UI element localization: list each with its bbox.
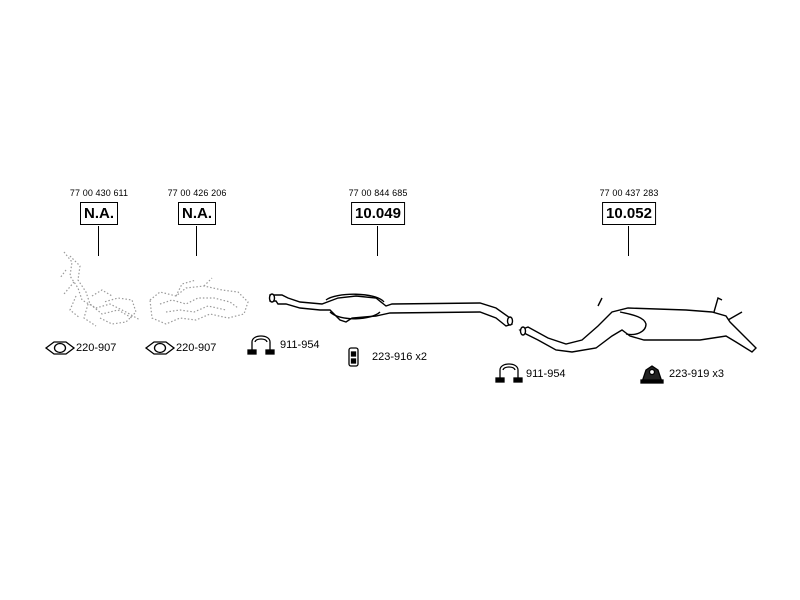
- front-pipe-2-drawing: [149, 277, 249, 325]
- rear-silencer-drawing: [518, 296, 757, 353]
- accessory-label-3: 911-954: [280, 339, 320, 351]
- accessory-label-4: 223-916 x2: [372, 351, 428, 363]
- accessory-label-6: 223-919 x3: [669, 368, 725, 380]
- leader-line-3: [377, 226, 379, 256]
- part-code-box-2: N.A.: [178, 202, 216, 225]
- part-code-box-3: 10.049: [351, 202, 405, 225]
- accessory-label-1: 220-907: [76, 342, 117, 354]
- oe-number-3: 77 00 844 685: [348, 188, 408, 198]
- leader-line-1: [98, 226, 100, 256]
- leader-line-2: [196, 226, 198, 256]
- oe-number-4: 77 00 437 283: [599, 188, 659, 198]
- oe-number-2: 77 00 426 206: [167, 188, 227, 198]
- accessory-label-2: 220-907: [176, 342, 217, 354]
- front-pipe-1-drawing: [59, 251, 141, 327]
- pipe-clamp-icon: [247, 335, 275, 355]
- part-code-box-4: 10.052: [602, 202, 656, 225]
- intermediate-silencer-drawing: [268, 293, 514, 327]
- rubber-mount-icon: [640, 365, 664, 384]
- rubber-hanger-icon: [348, 347, 359, 367]
- oe-number-1: 77 00 430 611: [69, 188, 129, 198]
- gasket-flange-icon: [144, 341, 176, 355]
- accessory-label-5: 911-954: [526, 368, 566, 380]
- leader-line-4: [628, 226, 630, 256]
- part-code-box-1: N.A.: [80, 202, 118, 225]
- gasket-flange-icon: [44, 341, 76, 355]
- pipe-clamp-icon: [495, 363, 523, 383]
